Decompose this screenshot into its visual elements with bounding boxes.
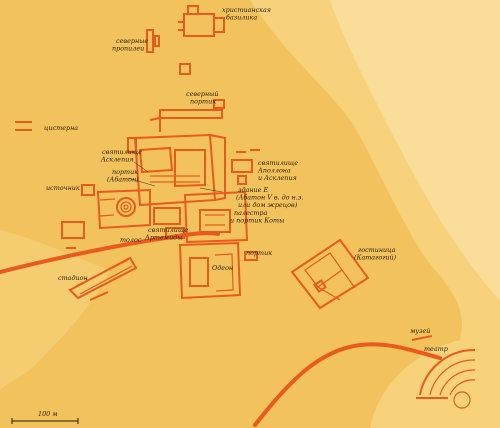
hotel-ruins: [290, 238, 370, 310]
spring-ruins: [81, 184, 95, 196]
label-museum: музей: [410, 327, 430, 335]
apollo-sanctuary-ruins: [231, 149, 260, 185]
label-stadium: стадион: [58, 274, 88, 282]
leader-lines: [127, 161, 223, 193]
label-abaton-portico: портик (Абатон): [107, 168, 140, 184]
label-artemis-sanctuary: святилище Артемиды: [144, 226, 190, 242]
north-portico-ruins: [149, 99, 225, 132]
artemis-sanctuary-ruins: [153, 207, 185, 239]
theatre-ruins: [416, 348, 476, 409]
abaton-tholos-ruins: [96, 188, 151, 230]
label-tholos: толос: [120, 236, 142, 244]
label-building-e: здание Е (Абатон V в. до н.э. или дом жр…: [236, 186, 305, 209]
label-theatre: театр: [424, 345, 448, 353]
roads: [0, 231, 442, 427]
label-spring: источник: [46, 184, 80, 192]
road-south: [253, 342, 442, 427]
cistern-ruins: [15, 121, 32, 131]
basilica-ruins: [178, 5, 225, 37]
road-west: [0, 231, 220, 274]
label-apollo-sanctuary: святилище Аполлона и Асклепия: [257, 159, 300, 182]
ruins: [15, 5, 476, 409]
label-portico: портик: [246, 249, 272, 257]
hill-shading-inner: [330, 0, 500, 300]
palaestra-ruins: [183, 190, 249, 244]
label-hotel: гостиница (Катагогий): [354, 246, 397, 262]
stadium-ruins: [68, 256, 138, 301]
label-odeon: Одеон: [212, 264, 233, 272]
north-propylaea-ruins: [146, 29, 160, 53]
label-palaestra: палестра и портик Коты: [230, 209, 284, 225]
label-asklepios-sanctuary: святилище Асклепия: [100, 148, 144, 164]
label-north-propylaea: северные пропилеи: [112, 37, 150, 53]
museum-ruins: [411, 335, 433, 341]
scale-bar-label: 100 м: [38, 410, 58, 418]
west-building-ruins: [61, 221, 85, 249]
labels: христианская базилика северные пропилеи …: [44, 6, 448, 353]
label-cistern: цистерна: [44, 124, 78, 132]
label-basilica: христианская базилика: [222, 6, 273, 22]
odeon-ruins: [178, 241, 258, 300]
sanctuary-complex-ruins: [127, 133, 226, 207]
hill-shading-west: [0, 230, 110, 390]
label-north-portico: северный портик: [186, 90, 221, 106]
small-building: [179, 63, 191, 75]
scale-bar: 100 м: [11, 410, 79, 424]
